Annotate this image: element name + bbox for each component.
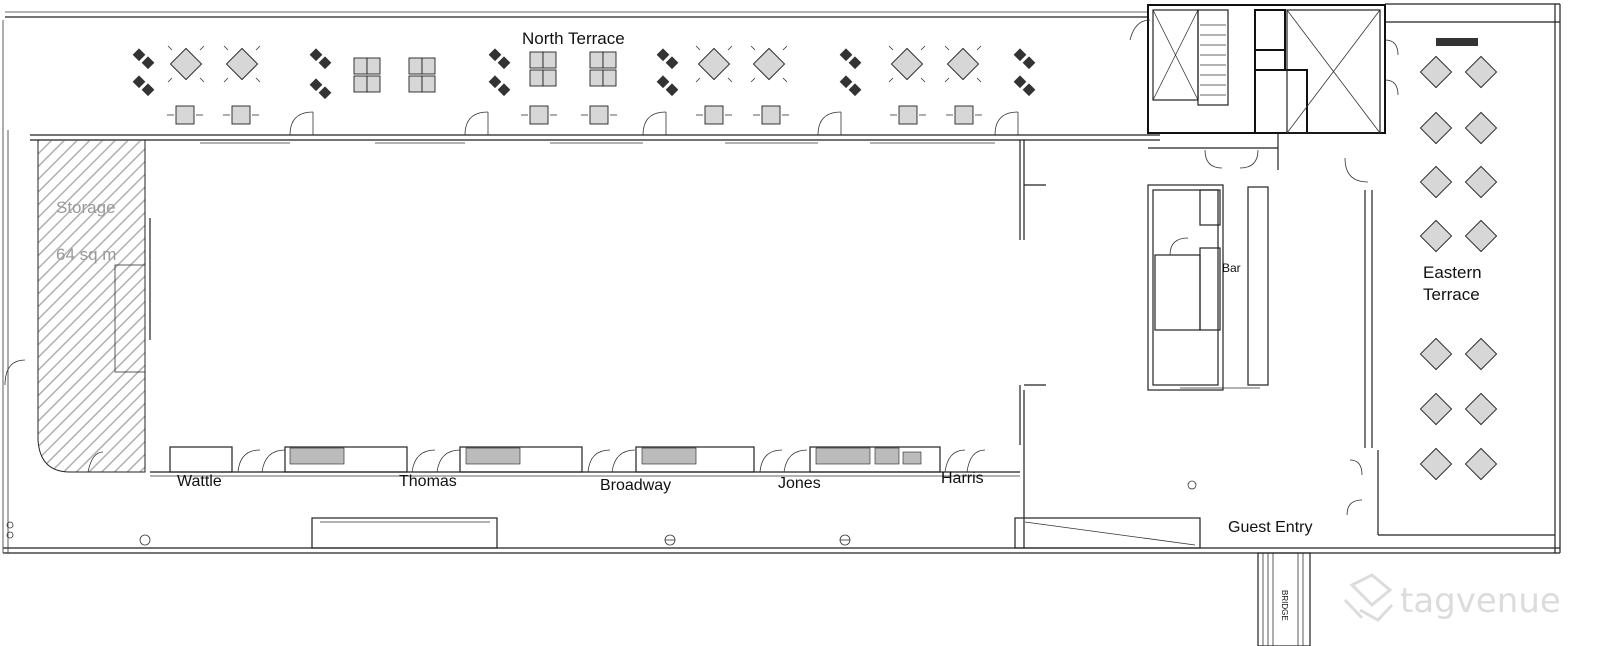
eastern-terrace: Eastern Terrace Guest Entry: [1228, 38, 1555, 536]
bridge-label: BRIDGE: [1280, 590, 1289, 621]
door-swing-icon: [1129, 19, 1399, 183]
watermark: tagvenue: [1343, 573, 1561, 622]
room-label-thomas: Thomas: [399, 473, 457, 490]
door-swing-icon: [1346, 459, 1363, 516]
table-icon: [1419, 55, 1498, 481]
north-terrace-seating: North Terrace: [132, 29, 1036, 144]
meeting-rooms: Wattle Thomas Broadway Jones Harris: [4, 359, 986, 494]
table-icon: [353, 51, 617, 93]
room-label-wattle: Wattle: [177, 473, 222, 490]
door-swing-icon: [4, 359, 986, 473]
service-core: [1129, 4, 1399, 183]
building-outline: [2, 3, 1561, 554]
tagvenue-logo-icon: [1343, 573, 1394, 622]
door-swing-icon: [289, 111, 1019, 136]
eastern-terrace-label-line2: Terrace: [1423, 285, 1480, 304]
room-label-broadway: Broadway: [600, 477, 671, 494]
bar-area: Bar: [1147, 184, 1269, 391]
room-label-harris: Harris: [941, 470, 984, 487]
guest-entry-label: Guest Entry: [1228, 519, 1312, 536]
partitions: [150, 140, 1197, 548]
bar-label: Bar: [1222, 261, 1241, 275]
storage-label: Storage: [56, 198, 116, 217]
storage-area: Storage 64 sq m: [37, 139, 151, 473]
eastern-terrace-label-line1: Eastern: [1423, 263, 1482, 282]
watermark-text: tagvenue: [1400, 581, 1561, 621]
corridor: [6, 517, 1201, 549]
north-terrace-label: North Terrace: [522, 29, 625, 48]
chair-icon: [167, 45, 982, 83]
room-label-jones: Jones: [778, 475, 821, 492]
table-icon: [169, 47, 980, 81]
storage-area-label: 64 sq m: [56, 245, 116, 264]
table-icon: [175, 105, 974, 125]
bridge: BRIDGE: [1257, 552, 1311, 646]
